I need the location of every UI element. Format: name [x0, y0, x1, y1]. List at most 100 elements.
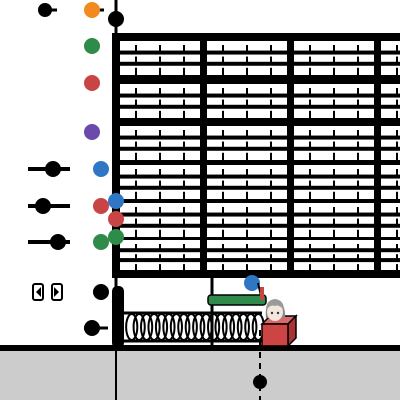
grid-cell-tick — [270, 56, 272, 65]
grid-cell-tick — [309, 45, 311, 54]
grid-cell-tick — [246, 67, 248, 76]
grid-cell-tick — [333, 99, 335, 108]
slider-1[interactable] — [28, 161, 70, 177]
grid-cell-tick — [270, 67, 272, 76]
grid-cell-tick — [309, 88, 311, 97]
grid-cell-tick — [309, 67, 311, 76]
grid-cell-tick — [222, 244, 224, 252]
spring-coil — [147, 313, 161, 341]
grid-cell-tick — [183, 169, 185, 178]
grid-cell-tick — [135, 141, 137, 150]
grid-cell-tick — [357, 130, 359, 139]
crate[interactable] — [260, 314, 298, 348]
spring-coil — [244, 313, 258, 341]
grid-cell-tick — [309, 218, 311, 227]
arrow-left-icon[interactable] — [32, 283, 44, 301]
grid-cell-tick — [135, 264, 137, 271]
grid-cell-tick — [333, 244, 335, 252]
grid-cell-tick — [135, 169, 137, 178]
slider-3[interactable] — [28, 234, 70, 250]
grid-cell-tick — [357, 110, 359, 119]
slider-2[interactable] — [28, 198, 70, 214]
knob-group — [84, 2, 124, 250]
grid-cell-tick — [270, 207, 272, 216]
colored-knob[interactable] — [84, 75, 100, 91]
grid-cell-bar — [381, 146, 400, 151]
colored-knob[interactable] — [108, 229, 124, 245]
grid-cell-tick — [135, 254, 137, 261]
slider-3-handle[interactable] — [50, 234, 66, 250]
colored-knob[interactable] — [108, 211, 124, 227]
green-bar[interactable] — [207, 294, 267, 306]
grid-cell-tick — [357, 254, 359, 261]
grid-cell-tick — [246, 130, 248, 139]
grid-cell-tick — [333, 229, 335, 238]
slider-1-handle[interactable] — [45, 161, 61, 177]
grid-cell-tick — [396, 67, 398, 76]
grid-cell-tick — [309, 169, 311, 178]
grid-cell-tick — [333, 264, 335, 271]
colored-knob[interactable] — [93, 234, 109, 250]
grid-cell-tick — [222, 218, 224, 227]
grid-cell-tick — [270, 244, 272, 252]
grid-cell-bar — [381, 135, 400, 140]
grid-cell-tick — [357, 180, 359, 189]
grid-cell-tick — [357, 99, 359, 108]
grid-cell-tick — [159, 218, 161, 227]
colored-knob[interactable] — [84, 2, 100, 18]
colored-knob[interactable] — [84, 38, 100, 54]
grid-cell-tick — [357, 152, 359, 161]
grid-cell-tick — [222, 229, 224, 238]
blue-handle[interactable] — [244, 275, 260, 291]
rail-node-top[interactable] — [108, 11, 124, 27]
spring-coil — [177, 313, 191, 341]
grid-cell-tick — [135, 45, 137, 54]
grid-cell-bar — [381, 93, 400, 98]
character-icon[interactable] — [265, 299, 286, 321]
grid-cell-tick — [270, 169, 272, 178]
grid-cell-tick — [246, 141, 248, 150]
grid-cell-tick — [246, 180, 248, 189]
grid-cell-tick — [222, 169, 224, 178]
grid-cell-tick — [333, 141, 335, 150]
grid-cell-tick — [396, 99, 398, 108]
grid-cell-tick — [357, 264, 359, 271]
grid-cell — [381, 84, 400, 118]
grid-cell-bar — [381, 50, 400, 55]
grid-cell-tick — [246, 254, 248, 261]
grid-cell-tick — [135, 56, 137, 65]
grid-cell-tick — [309, 264, 311, 271]
grid-cell-tick — [309, 207, 311, 216]
grid-cell-tick — [270, 264, 272, 271]
grid-cell — [381, 203, 400, 237]
colored-knob[interactable] — [93, 198, 109, 214]
colored-knob[interactable] — [93, 161, 109, 177]
grid-cell-tick — [309, 99, 311, 108]
grid-cell-bar — [381, 185, 400, 190]
lower-node-2[interactable] — [84, 320, 100, 336]
grid-cell-bar — [381, 223, 400, 228]
spring[interactable] — [125, 313, 265, 341]
grid-cell-tick — [183, 45, 185, 54]
grid-cell-tick — [159, 56, 161, 65]
slider-2-handle[interactable] — [35, 198, 51, 214]
spring-post — [112, 286, 124, 348]
floor-node[interactable] — [253, 375, 267, 389]
arrow-right-icon[interactable] — [51, 283, 63, 301]
grid-panel — [112, 33, 400, 278]
spring-coil — [125, 313, 139, 341]
spring-coil — [154, 313, 169, 341]
grid-cell-tick — [270, 229, 272, 238]
colored-knob[interactable] — [108, 193, 124, 209]
grid-cell-tick — [333, 254, 335, 261]
grid-cell-tick — [183, 141, 185, 150]
spring-coil — [214, 313, 228, 341]
lower-node-1[interactable] — [93, 284, 109, 300]
grid-cell-tick — [246, 45, 248, 54]
grid-cell-tick — [396, 191, 398, 200]
grid-cell-tick — [396, 218, 398, 227]
grid-cell-tick — [396, 169, 398, 178]
colored-knob[interactable] — [84, 124, 100, 140]
grid-cell-bar — [381, 212, 400, 217]
grid-cell-tick — [183, 191, 185, 200]
